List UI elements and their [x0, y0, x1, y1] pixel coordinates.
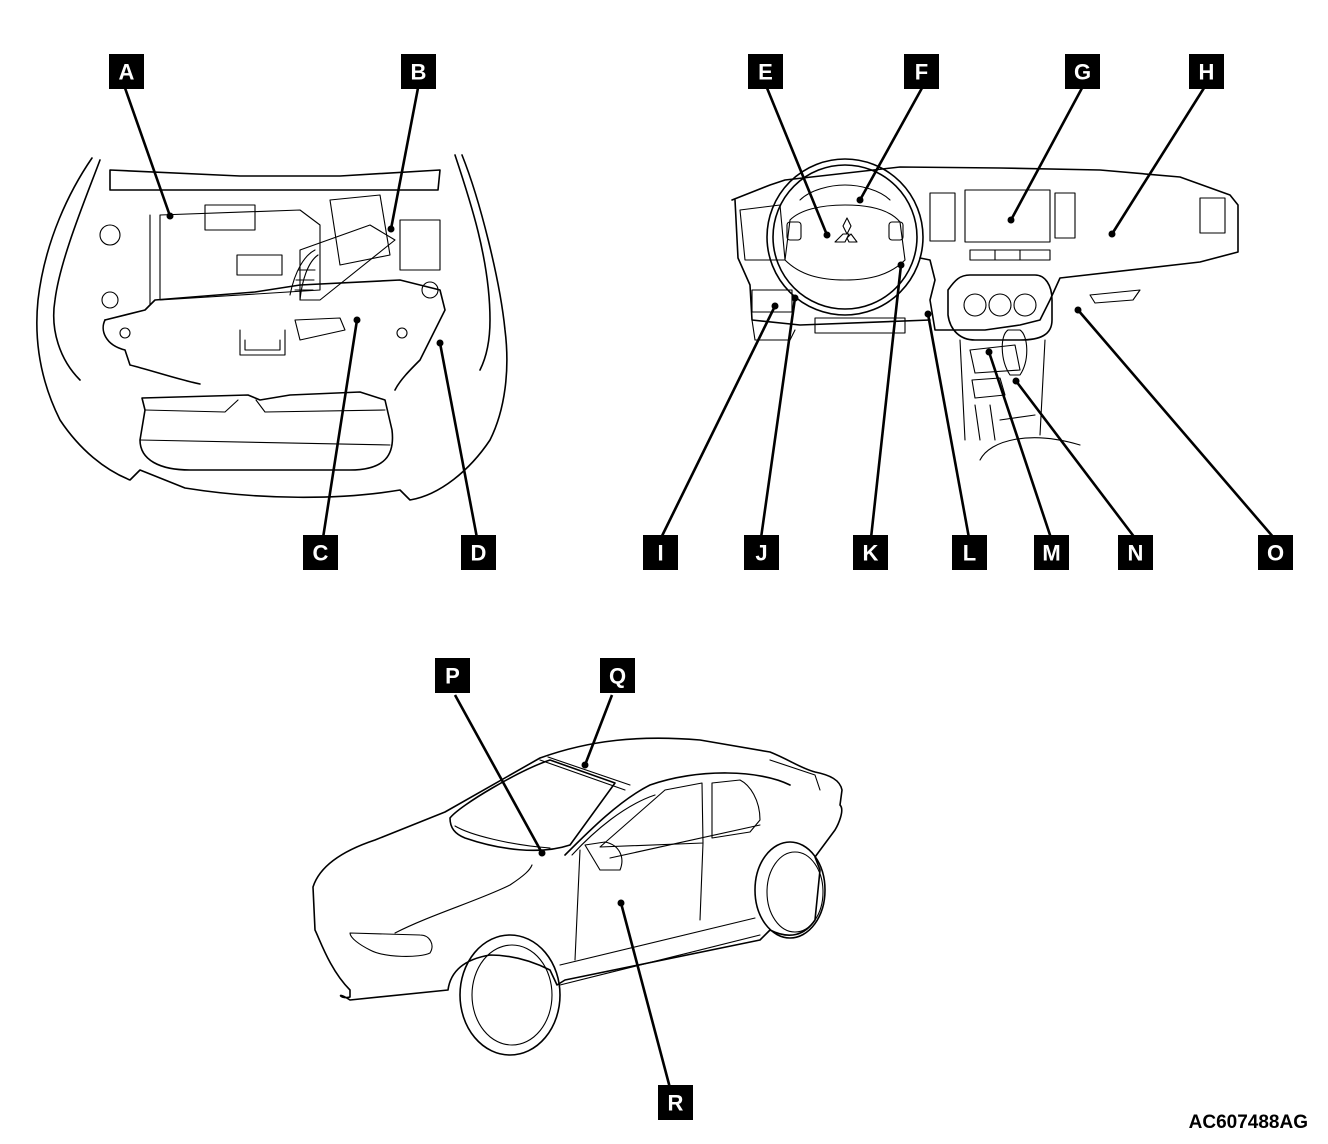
callout-label-text: N [1128, 541, 1144, 566]
callout-label-text: M [1042, 541, 1060, 566]
leader-lines [123, 87, 1275, 1089]
engine-compartment-view [36, 154, 508, 501]
callout-label-text: D [471, 541, 487, 566]
callout-label-text: K [863, 541, 879, 566]
callout-label-text: J [755, 541, 767, 566]
callout-label-text: R [668, 1091, 684, 1116]
front-wheel [459, 934, 561, 1056]
vehicle-exterior-view [312, 737, 843, 1056]
callout-M: M [1034, 535, 1069, 570]
callout-A: A [109, 54, 144, 89]
callout-G: G [1065, 54, 1100, 89]
car-body-outline [312, 737, 843, 1001]
callout-E: E [748, 54, 783, 89]
instrument-panel-view [731, 158, 1239, 461]
callout-N: N [1118, 535, 1153, 570]
callout-C: C [303, 535, 338, 570]
grille-outline [139, 391, 394, 471]
callout-I: I [643, 535, 678, 570]
callout-label-text: F [915, 60, 928, 85]
callout-J: J [744, 535, 779, 570]
callout-Q: Q [600, 658, 635, 693]
callout-label-text: G [1074, 60, 1091, 85]
callout-K: K [853, 535, 888, 570]
rear-wheel [754, 841, 826, 939]
callout-F: F [904, 54, 939, 89]
callout-label-text: P [445, 664, 460, 689]
callout-label-text: A [119, 60, 135, 85]
callout-label-text: E [758, 60, 773, 85]
callout-H: H [1189, 54, 1224, 89]
callout-R: R [658, 1085, 693, 1120]
mitsubishi-logo [834, 217, 858, 243]
steering-wheel [766, 158, 924, 316]
callout-label-text: O [1267, 541, 1284, 566]
callout-B: B [401, 54, 436, 89]
figure-id: AC607488AG [1188, 1112, 1308, 1133]
callout-labels: A B C D E F G H I J K L M N O P Q R [109, 54, 1293, 1120]
callout-label-text: H [1199, 60, 1215, 85]
callout-label-text: B [411, 60, 427, 85]
callout-P: P [435, 658, 470, 693]
callout-O: O [1258, 535, 1293, 570]
callout-L: L [952, 535, 987, 570]
callout-label-text: Q [609, 664, 626, 689]
front-bumper-outline [36, 154, 508, 501]
callout-label-text: I [657, 541, 663, 566]
callout-label-text: C [313, 541, 329, 566]
callout-D: D [461, 535, 496, 570]
dashboard-outline [731, 166, 1239, 331]
callout-label-text: L [963, 541, 976, 566]
